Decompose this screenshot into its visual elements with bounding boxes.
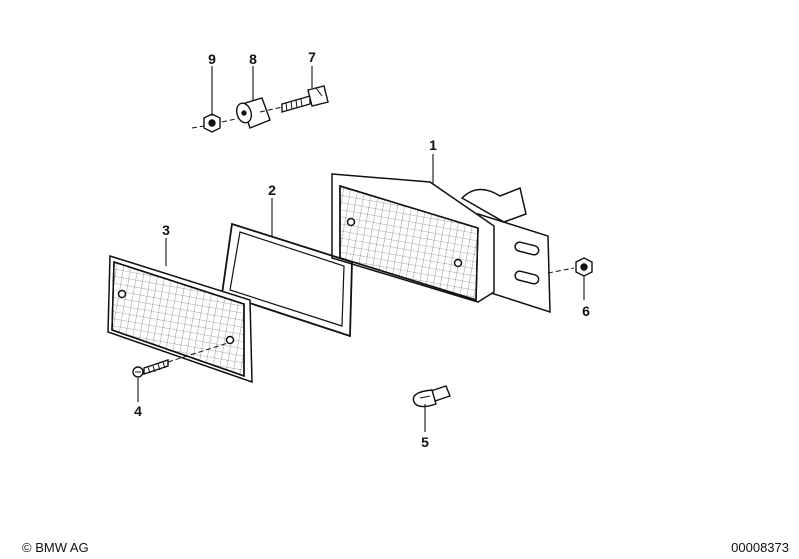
callout-8: 8	[249, 51, 257, 67]
callout-2: 2	[268, 182, 276, 198]
callout-3: 3	[162, 222, 170, 238]
callout-1: 1	[429, 137, 437, 153]
diagram-number: 00008373	[731, 540, 789, 555]
bulb	[412, 385, 451, 408]
screw	[132, 342, 229, 378]
callout-9: 9	[208, 51, 216, 67]
copyright-label: © BMW AG	[22, 540, 89, 555]
callout-4: 4	[134, 403, 142, 419]
nut-9	[191, 106, 283, 133]
gasket	[221, 222, 353, 338]
callout-6: 6	[582, 303, 590, 319]
leader-lines	[137, 66, 585, 432]
callout-5: 5	[421, 434, 429, 450]
lens	[107, 254, 253, 384]
spacer	[221, 97, 271, 129]
nut-6	[547, 257, 593, 277]
callout-7: 7	[308, 49, 316, 65]
lamp-housing	[331, 173, 551, 314]
bolt	[281, 85, 329, 113]
